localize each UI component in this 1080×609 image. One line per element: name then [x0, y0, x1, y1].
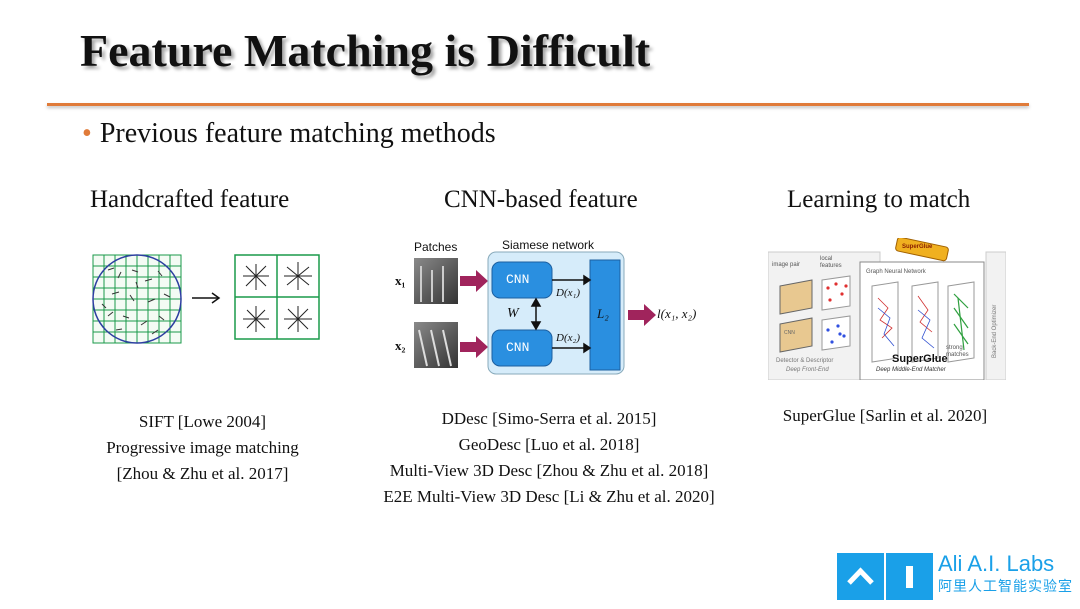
- logo-subtext: 阿里人工智能实验室: [938, 578, 1073, 594]
- siamese-figure: Patches Siamese network x₁ x₂ CNN CNN W …: [394, 236, 714, 378]
- title-divider: [47, 103, 1029, 106]
- superglue-diagram: [768, 238, 1006, 380]
- input-2-label: x₂: [395, 338, 406, 353]
- loss-label: l(x₁, x₂): [657, 306, 697, 321]
- cnn-bottom-label: CNN: [506, 340, 530, 355]
- bar-icon: [906, 566, 913, 588]
- cnn-small-label: CNN: [784, 330, 795, 336]
- siamese-diagram: [414, 251, 656, 375]
- ref-item: GeoDesc [Luo et al. 2018]: [458, 435, 640, 454]
- cnn-top-label: CNN: [506, 272, 530, 287]
- superglue-label: SuperGlue: [892, 353, 948, 365]
- l2-label: L₂: [597, 306, 609, 321]
- backend-label: Back-End Optimizer: [992, 304, 998, 358]
- heading-cnn: CNN-based feature: [444, 186, 638, 213]
- bullet-text: Previous feature matching methods: [99, 118, 496, 149]
- ref-item: Progressive image matching: [106, 438, 299, 457]
- strong-matches-label: strong matches: [946, 345, 969, 358]
- image-pair-label: image pair: [772, 262, 801, 268]
- front-end-label: Deep Front-End: [786, 367, 829, 373]
- bullet-item: •Previous feature matching methods: [82, 118, 496, 150]
- chevron-up-icon: [847, 567, 874, 585]
- network-label: Siamese network: [502, 238, 595, 252]
- heading-learning: Learning to match: [787, 186, 971, 213]
- local-features-label: local features: [820, 256, 842, 269]
- logo-mark-right: [886, 553, 933, 600]
- ref-item: SuperGlue [Sarlin et al. 2020]: [782, 406, 988, 425]
- ref-item: DDesc [Simo-Serra et al. 2015]: [441, 409, 657, 428]
- detector-label: Detector & Descriptor: [776, 358, 834, 364]
- superglue-figure: image pair local features Graph Neural N…: [768, 238, 1006, 380]
- gnn-label: Graph Neural Network: [866, 269, 926, 275]
- ref-item: E2E Multi-View 3D Desc [Li & Zhu et al. …: [383, 487, 715, 506]
- sift-figure: [92, 254, 320, 344]
- slide-title: Feature Matching is Difficult: [80, 25, 651, 76]
- middle-end-label: Deep Middle-End Matcher: [876, 367, 946, 373]
- logo-mark-left: [837, 553, 884, 600]
- bullet-dot: •: [82, 118, 92, 149]
- desc-2-label: D(x₂): [556, 332, 580, 344]
- refs-learning: SuperGlue [Sarlin et al. 2020]: [765, 403, 1005, 429]
- ref-item: Multi-View 3D Desc [Zhou & Zhu et al. 20…: [389, 461, 709, 480]
- heading-handcrafted: Handcrafted feature: [90, 186, 290, 213]
- refs-cnn: DDesc [Simo-Serra et al. 2015] GeoDesc […: [360, 406, 738, 510]
- ref-item: SIFT [Lowe 2004]: [138, 412, 267, 431]
- ref-item: [Zhou & Zhu et al. 2017]: [116, 464, 289, 483]
- superglue-tube-label: SuperGlue: [902, 244, 933, 250]
- weights-label: W: [507, 306, 519, 321]
- desc-1-label: D(x₁): [556, 287, 580, 299]
- logo-text: Ali A.I. Labs: [938, 551, 1055, 576]
- refs-handcrafted: SIFT [Lowe 2004] Progressive image match…: [80, 409, 325, 487]
- patches-label: Patches: [414, 240, 458, 254]
- input-1-label: x₁: [395, 273, 406, 288]
